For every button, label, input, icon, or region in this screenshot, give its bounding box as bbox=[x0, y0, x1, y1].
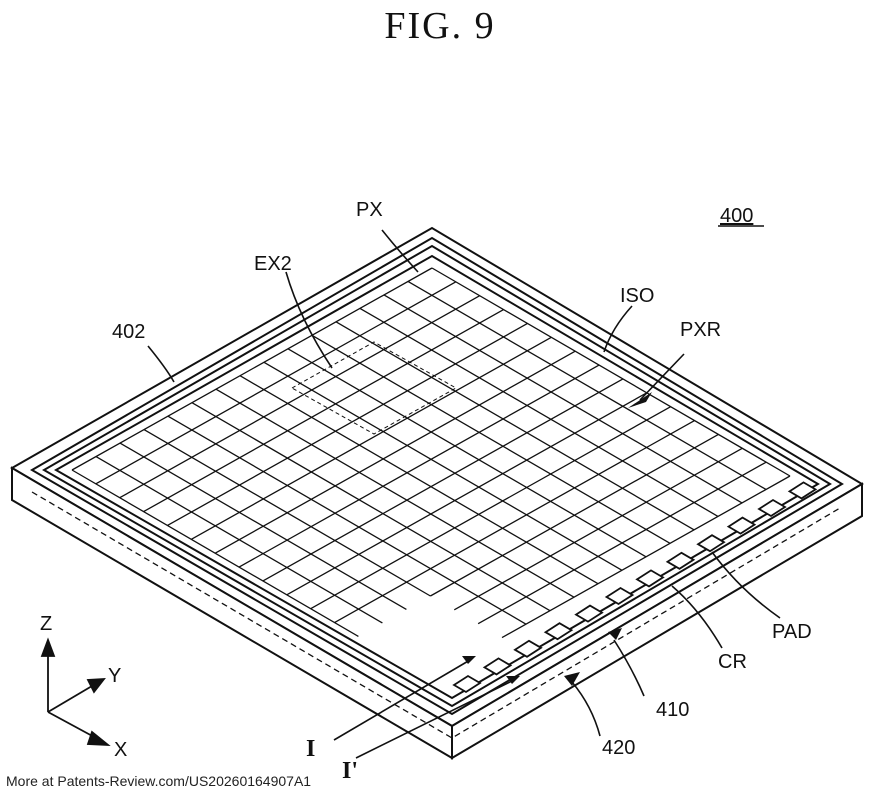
grid-line bbox=[263, 361, 623, 571]
axis-x-arrow bbox=[86, 730, 111, 747]
leader-iso bbox=[603, 305, 633, 353]
label-420: 420 bbox=[602, 737, 635, 759]
leader-lines bbox=[147, 229, 781, 759]
label-cr: CR bbox=[718, 651, 747, 673]
label-section-i-prime: I' bbox=[342, 758, 358, 784]
grid-line bbox=[119, 295, 481, 499]
grid-line bbox=[407, 280, 767, 491]
pad bbox=[452, 674, 482, 694]
arrow-i-prime bbox=[506, 676, 520, 684]
axis-y-arrow bbox=[86, 677, 106, 694]
grid-line bbox=[262, 378, 624, 582]
pad bbox=[543, 622, 574, 641]
leader-pad bbox=[711, 551, 781, 619]
grid-line bbox=[191, 402, 551, 612]
grid-line bbox=[215, 388, 575, 598]
section-line-i-prime bbox=[355, 679, 515, 759]
label-402: 402 bbox=[112, 321, 145, 343]
pad bbox=[574, 604, 604, 623]
grid-line bbox=[286, 392, 648, 596]
inner-frame bbox=[53, 254, 820, 700]
outer-frame-402 bbox=[30, 236, 844, 716]
isolation-frame-iso bbox=[42, 244, 832, 708]
figure-title: FIG. 9 bbox=[384, 5, 496, 47]
axes-indicator bbox=[40, 637, 111, 747]
pad bbox=[696, 534, 726, 553]
label-410: 410 bbox=[656, 699, 689, 721]
grid-line bbox=[95, 281, 457, 485]
grid-line bbox=[430, 433, 719, 597]
pad bbox=[787, 481, 818, 500]
substrate-dashed-edge bbox=[31, 491, 841, 739]
pad bbox=[604, 586, 635, 606]
arrow-pxr-line bbox=[639, 353, 685, 401]
grid-line bbox=[119, 442, 407, 611]
pad bbox=[513, 639, 543, 658]
leader-402 bbox=[147, 345, 175, 383]
frame-layers bbox=[30, 236, 844, 716]
arrow-410 bbox=[608, 628, 622, 640]
grid-line bbox=[143, 429, 431, 597]
arrow-420 bbox=[564, 672, 580, 686]
label-400: 400 bbox=[720, 205, 753, 227]
pad bbox=[757, 498, 787, 518]
label-px: PX bbox=[356, 199, 383, 221]
arrow-i bbox=[462, 656, 476, 664]
grid-line bbox=[335, 321, 695, 531]
grid-line bbox=[287, 348, 647, 558]
footer-source: More at Patents-Review.com/US20260164907… bbox=[6, 773, 312, 789]
grid-line bbox=[71, 469, 359, 637]
grid-line bbox=[359, 307, 719, 517]
leader-cr bbox=[671, 585, 723, 649]
pad bbox=[726, 516, 757, 535]
label-iso: ISO bbox=[620, 285, 654, 307]
grid-line bbox=[95, 455, 383, 624]
grid-line bbox=[239, 375, 599, 585]
axis-z-arrow bbox=[40, 637, 56, 657]
grid-line bbox=[214, 350, 576, 554]
substrate-right-face bbox=[451, 482, 863, 760]
grid-line bbox=[383, 294, 743, 504]
pad bbox=[635, 569, 665, 588]
pad-row bbox=[452, 481, 818, 694]
section-line-i bbox=[333, 659, 471, 741]
grid-line bbox=[191, 336, 552, 540]
grid-line bbox=[431, 267, 791, 477]
grid-line bbox=[167, 322, 528, 527]
pixel-grid-pxr bbox=[71, 267, 791, 639]
label-section-i: I bbox=[306, 736, 315, 762]
leader-410 bbox=[613, 639, 645, 697]
arrowheads bbox=[462, 353, 685, 686]
grid-line bbox=[334, 419, 695, 624]
grid-line bbox=[453, 447, 743, 611]
leader-ex2 bbox=[285, 271, 333, 369]
label-ex2: EX2 bbox=[254, 253, 292, 275]
grid-line bbox=[71, 267, 433, 471]
grid-line bbox=[501, 475, 791, 639]
axis-x-label: X bbox=[114, 739, 127, 761]
grid-line bbox=[238, 364, 600, 568]
axis-z-label: Z bbox=[40, 613, 52, 635]
axis-y-label: Y bbox=[108, 665, 121, 687]
label-pxr: PXR bbox=[680, 319, 721, 341]
grid-line bbox=[167, 415, 527, 625]
grid-line bbox=[477, 461, 767, 625]
grid-line bbox=[143, 309, 504, 513]
grid-line bbox=[311, 334, 671, 544]
substrate bbox=[10, 226, 864, 760]
pad bbox=[482, 657, 513, 676]
leader-px bbox=[381, 229, 419, 273]
leader-420 bbox=[571, 681, 601, 737]
grid-line bbox=[310, 406, 671, 610]
pad bbox=[665, 551, 696, 570]
label-pad: PAD bbox=[772, 621, 812, 643]
